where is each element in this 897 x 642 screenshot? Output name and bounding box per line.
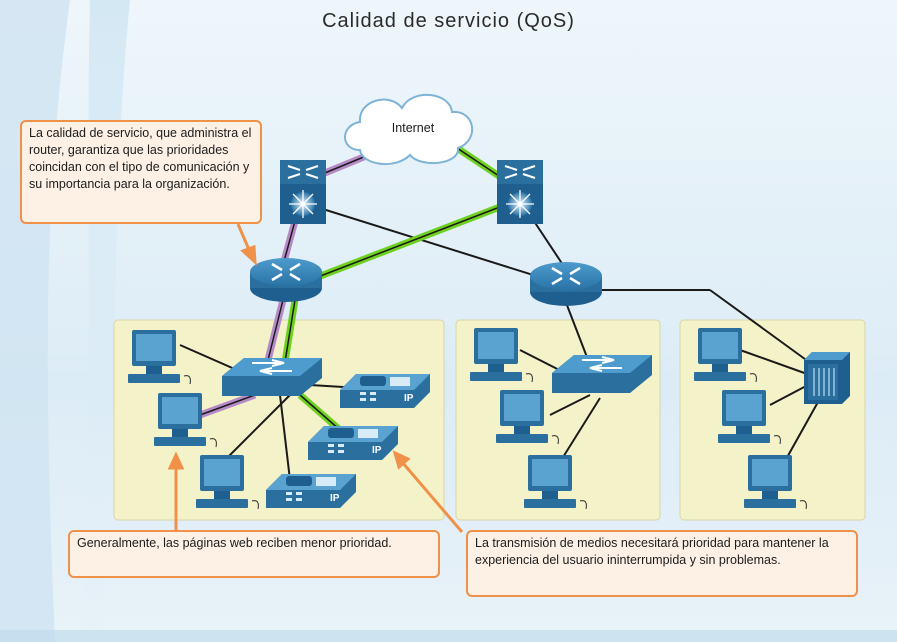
multilayer-switch-icon (279, 159, 327, 225)
cloud-icon (344, 93, 474, 166)
ip-phone-icon: IP (308, 426, 398, 460)
media-callout: La transmisión de medios necesitará prio… (466, 530, 858, 597)
ip-phone-icon: IP (266, 474, 356, 508)
web-pages-callout: Generalmente, las páginas web reciben me… (68, 530, 440, 578)
page-title: Calidad de servicio (QoS) (322, 10, 575, 32)
internet-label: Internet (391, 121, 435, 135)
multilayer-switch-icon (496, 159, 544, 225)
server-icon (804, 352, 850, 404)
qos-router-callout: La calidad de servicio, que administra e… (20, 120, 262, 224)
callout-arrows (167, 223, 464, 533)
router-icon (528, 260, 604, 308)
ip-phone-label: IP (372, 445, 382, 456)
router-icon (248, 256, 324, 304)
ip-phone-label: IP (404, 393, 414, 404)
ip-phone-icon: IP (340, 374, 430, 408)
ip-phone-label: IP (330, 493, 340, 504)
